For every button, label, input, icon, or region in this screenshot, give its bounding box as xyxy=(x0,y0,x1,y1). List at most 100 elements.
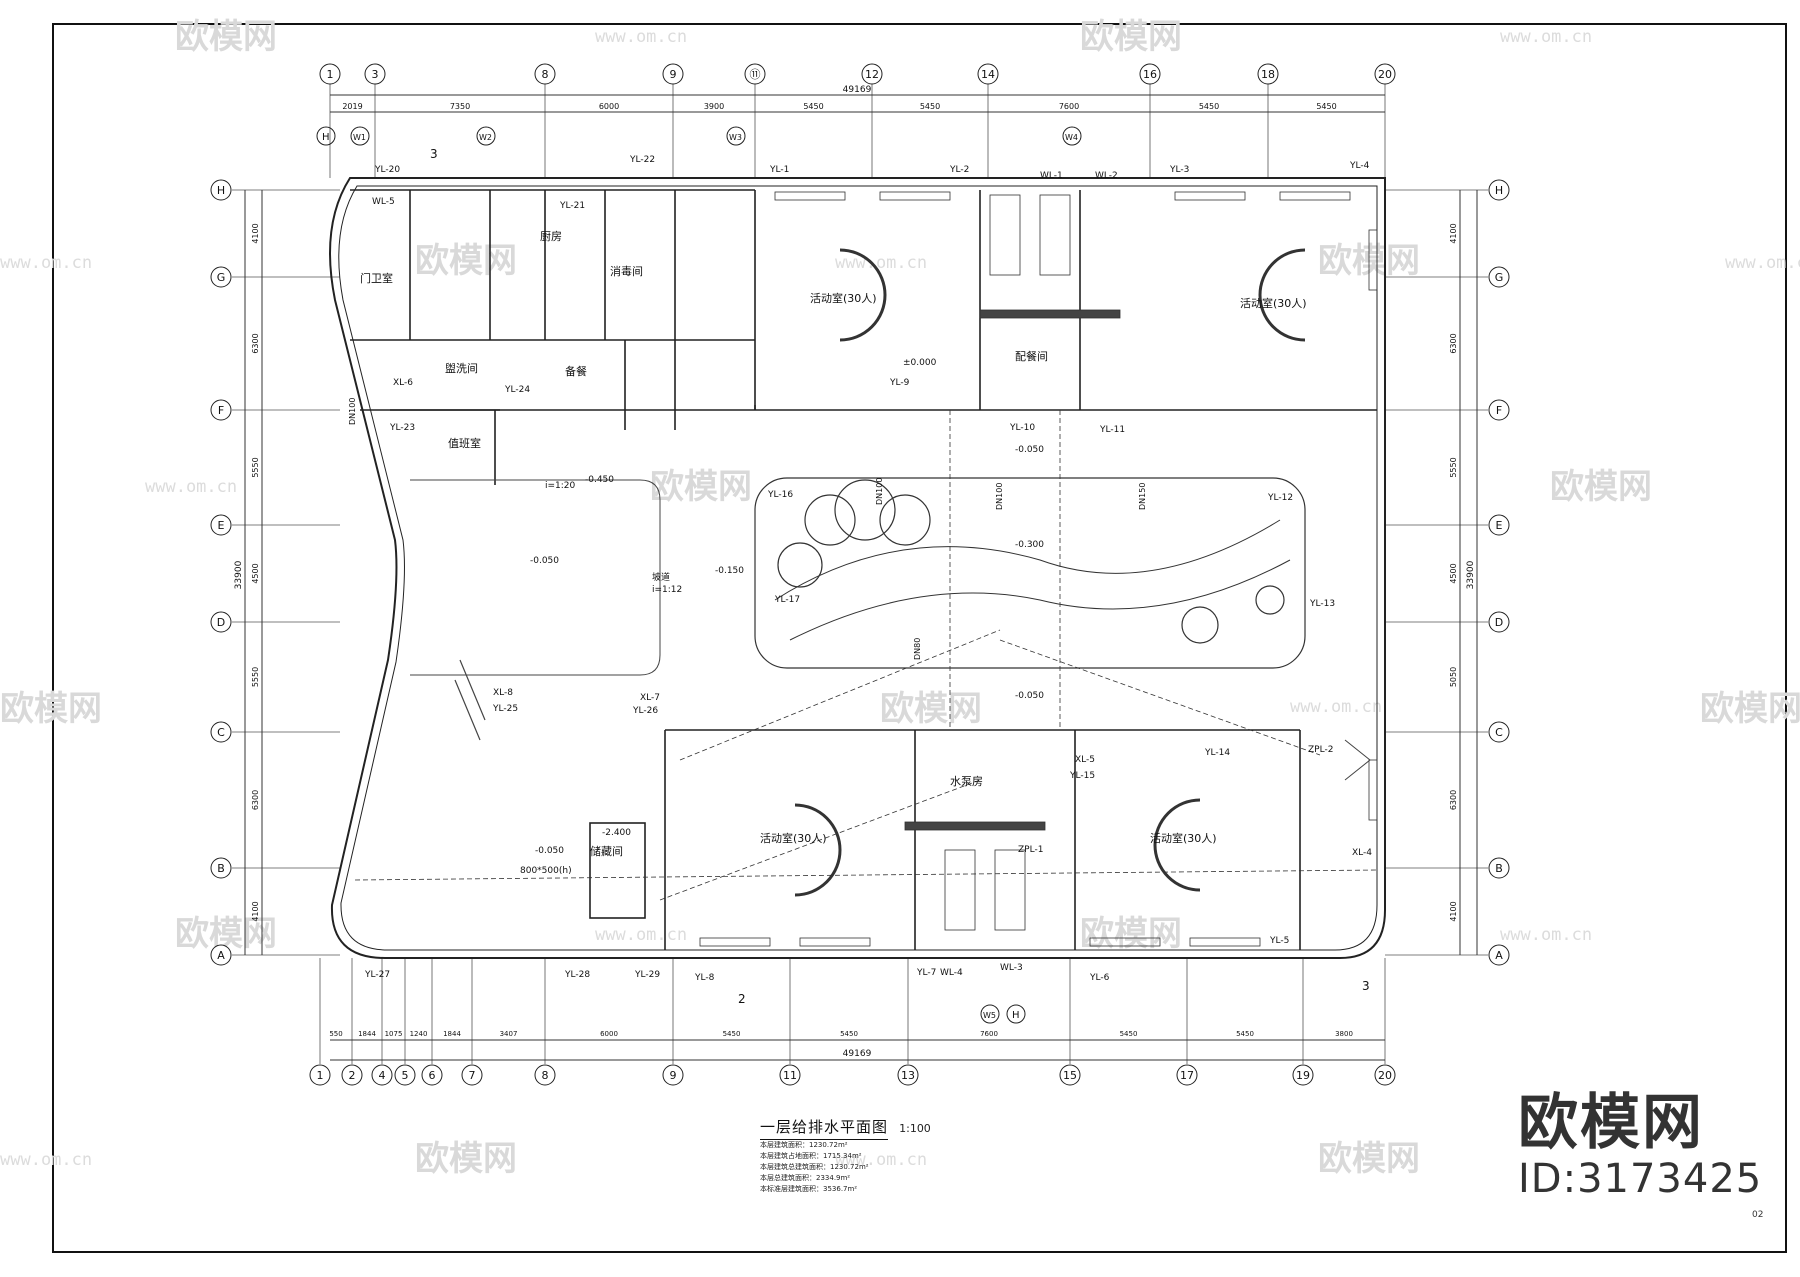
dimension-segment: 3900 xyxy=(704,102,724,111)
watermark-text: 欧模网 xyxy=(1080,914,1182,954)
axis-bubble-left xyxy=(210,611,232,633)
watermark-text: 欧模网 xyxy=(1700,689,1800,729)
grid-lines xyxy=(232,84,1488,1064)
watermark-url: www.om.cn xyxy=(1500,27,1592,47)
room-label: 储藏间 xyxy=(590,844,623,858)
dimension-segment: 6000 xyxy=(599,102,619,111)
axis-bubble-bottom xyxy=(534,1064,556,1086)
drawing-note: 本层建筑占地面积：1715.34m² xyxy=(760,1152,862,1160)
h-marker: H xyxy=(322,132,330,143)
pipe-label: YL-9 xyxy=(889,378,910,388)
dimension-segment: 5450 xyxy=(803,102,823,111)
section-marker: 2 xyxy=(738,992,746,1006)
axis-bubble-left xyxy=(210,514,232,536)
axis-bubble-bottom xyxy=(1374,1064,1396,1086)
axis-bubble-left-text: C xyxy=(217,726,225,739)
axis-bubble-right-text: C xyxy=(1495,726,1503,739)
dimension-segment: 5050 xyxy=(1449,667,1458,687)
pipe-label: WL-4 xyxy=(940,968,963,978)
dimension-segment: 3407 xyxy=(500,1030,518,1038)
dimension-segment: 4500 xyxy=(1449,563,1458,583)
pipe-label: YL-20 xyxy=(374,165,400,175)
watermark-url: www.om.cn xyxy=(1500,925,1592,945)
dimension-segment: 6300 xyxy=(251,790,260,810)
pipe-label: YL-2 xyxy=(949,165,969,175)
w-marker: W4 xyxy=(1065,133,1078,142)
pipe-label: YL-7 xyxy=(916,968,936,978)
watermark-layer: 欧模网 www.om.cn 欧模网 www.om.cn www.om.cn 欧模… xyxy=(0,17,1800,1179)
pipe-label: YL-27 xyxy=(364,970,390,980)
dimension-segment: 5450 xyxy=(840,1030,858,1038)
watermark-text: 欧模网 xyxy=(1080,17,1182,57)
axis-bubble-bottom xyxy=(1292,1064,1314,1086)
dimension-lines xyxy=(244,94,1478,1061)
axis-bubble-right xyxy=(1488,611,1510,633)
pump-size-label: 800*500(h) xyxy=(520,866,572,876)
axis-bubble-right xyxy=(1488,266,1510,288)
axis-bubble-bottom-text: 19 xyxy=(1296,1069,1310,1082)
axis-bubble-top-text: 20 xyxy=(1378,68,1392,81)
axis-bubble-bottom xyxy=(309,1064,331,1086)
elevation-label: ±0.000 xyxy=(903,358,937,368)
axis-bubble-top-text: 8 xyxy=(542,68,549,81)
dimension-segment: 5450 xyxy=(1316,102,1336,111)
room-label: 水泵房 xyxy=(950,775,983,788)
drawing-note: 本层建筑面积：1230.72m² xyxy=(760,1141,848,1149)
pipe-label: XL-5 xyxy=(1075,755,1095,765)
pipe-label: XL-6 xyxy=(393,378,413,388)
pipe-label: WL-1 xyxy=(1040,171,1063,181)
dimension-segment: 6300 xyxy=(1449,333,1458,353)
elevation-label: -0.300 xyxy=(1015,540,1044,550)
watermark-url: www.om.cn xyxy=(0,253,92,273)
axis-bubble-bottom-text: 8 xyxy=(542,1069,549,1082)
axis-bubble-bottom-text: 17 xyxy=(1180,1069,1194,1082)
axis-bubble-right xyxy=(1488,179,1510,201)
watermark-url: www.om.cn xyxy=(1290,697,1382,717)
pipe-label: YL-24 xyxy=(504,385,530,395)
axis-bubble-top xyxy=(364,63,386,85)
axis-bubble-top xyxy=(1139,63,1161,85)
room-label: 活动室(30人) xyxy=(810,291,877,305)
dimension-segment: 6000 xyxy=(600,1030,618,1038)
room-label: 备餐 xyxy=(565,364,587,378)
room-label: 活动室(30人) xyxy=(760,831,827,845)
ramp xyxy=(410,479,1371,781)
dimension-segment: 4100 xyxy=(251,223,260,243)
dimension-segment: 1844 xyxy=(443,1030,461,1038)
h-marker: H xyxy=(1012,1010,1020,1021)
axis-bubble-top-text: ⑪ xyxy=(750,68,761,81)
axis-bubble-top xyxy=(1257,63,1279,85)
axis-bubble-left-text: H xyxy=(217,184,225,197)
pipe-label: YL-29 xyxy=(634,970,660,980)
dimension-total: 49169 xyxy=(843,85,872,95)
stairs xyxy=(904,194,1121,931)
pipe-label: YL-10 xyxy=(1009,423,1035,433)
axis-bubble-right-text: F xyxy=(1496,404,1502,417)
axis-bubble-bottom-text: 11 xyxy=(783,1069,797,1082)
pipe-label: XL-4 xyxy=(1352,848,1372,858)
axis-bubble-top xyxy=(662,63,684,85)
pipe-label: YL-25 xyxy=(492,704,518,714)
pipe-label: YL-3 xyxy=(1169,165,1189,175)
pipe-labels: YL-20 WL-5 YL-21 YL-22 YL-1 YL-2 YL-3 YL… xyxy=(364,155,1372,983)
dimension-segment: 1240 xyxy=(410,1030,428,1038)
axis-bubble-bottom xyxy=(394,1064,416,1086)
axis-bubble-right-text: B xyxy=(1495,862,1503,875)
axis-bubble-bottom-text: 4 xyxy=(379,1069,386,1082)
slope-label: i=1:12 xyxy=(652,585,682,595)
axis-bubble-top-text: 3 xyxy=(372,68,379,81)
axis-bubble-left-text: B xyxy=(217,862,225,875)
axis-bubble-top xyxy=(977,63,999,85)
sheet-number: 02 xyxy=(1752,1210,1764,1220)
misc-annotations: i=1:20 i=1:12 坡道 800*500(h) 2 3 3 xyxy=(430,147,1370,1006)
watermark-url: www.om.cn xyxy=(1725,253,1800,273)
axis-bubble-top-text: 12 xyxy=(865,68,879,81)
w-marker: W5 xyxy=(983,1011,996,1020)
elevation-label: -0.050 xyxy=(530,556,559,566)
room-label: 活动室(30人) xyxy=(1150,831,1217,845)
pipe-size-labels: DN100 DN100 DN100 DN150 DN80 xyxy=(348,398,1147,660)
watermark-url: www.om.cn xyxy=(835,1150,927,1170)
axis-bubble-top-text: 16 xyxy=(1143,68,1157,81)
pipe-size: DN80 xyxy=(913,638,922,660)
